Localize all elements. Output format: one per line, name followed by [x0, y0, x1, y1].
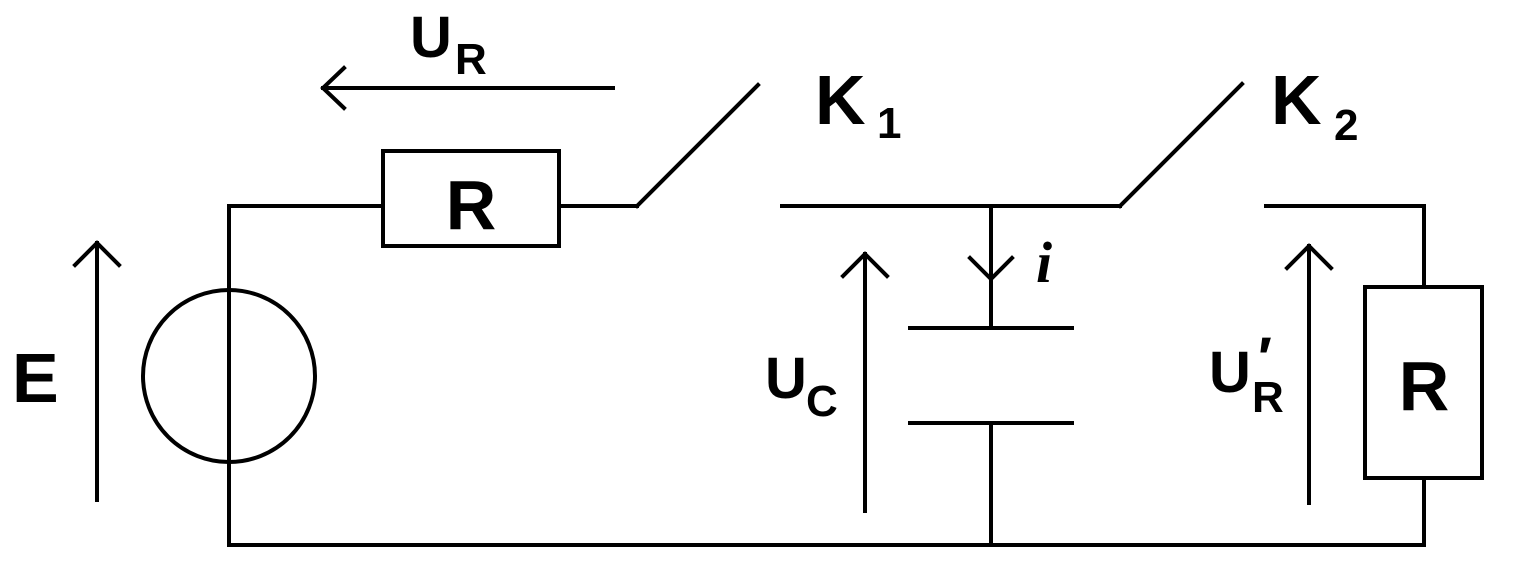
switch-k2-label: K — [1271, 61, 1322, 139]
resistor-2-box — [1363, 285, 1484, 480]
source-voltage-arrow — [72, 240, 122, 502]
resistor-2-voltage-prime: ′ — [1258, 326, 1272, 391]
resistor-2-voltage-subscript: R — [1252, 373, 1284, 422]
voltage-source-symbol — [141, 288, 317, 464]
resistor-1-label: R — [446, 166, 497, 244]
capacitor-voltage-label: U — [765, 346, 807, 411]
current-label: i — [1036, 230, 1052, 295]
resistor-voltage-subscript: R — [455, 35, 487, 84]
capacitor-voltage-subscript: C — [806, 377, 838, 426]
resistor-1-box — [381, 149, 561, 248]
switch-k1-blade — [634, 82, 761, 209]
resistor-2-label: R — [1399, 347, 1450, 425]
switch-k1-label: K — [815, 61, 866, 139]
switch-k2-blade — [1117, 81, 1245, 209]
current-arrow-head — [967, 255, 1015, 282]
capacitor-voltage-arrow — [840, 251, 890, 513]
resistor-voltage-label: U — [410, 5, 452, 70]
wires — [227, 204, 1426, 547]
switch-k1-subscript: 1 — [877, 99, 901, 148]
resistor-2-voltage-arrow — [1284, 243, 1334, 505]
source-voltage-label: E — [12, 339, 59, 417]
resistor-voltage-arrow — [320, 65, 615, 111]
switch-k2-subscript: 2 — [1334, 101, 1358, 150]
resistor-2-voltage-label: U — [1209, 340, 1251, 405]
